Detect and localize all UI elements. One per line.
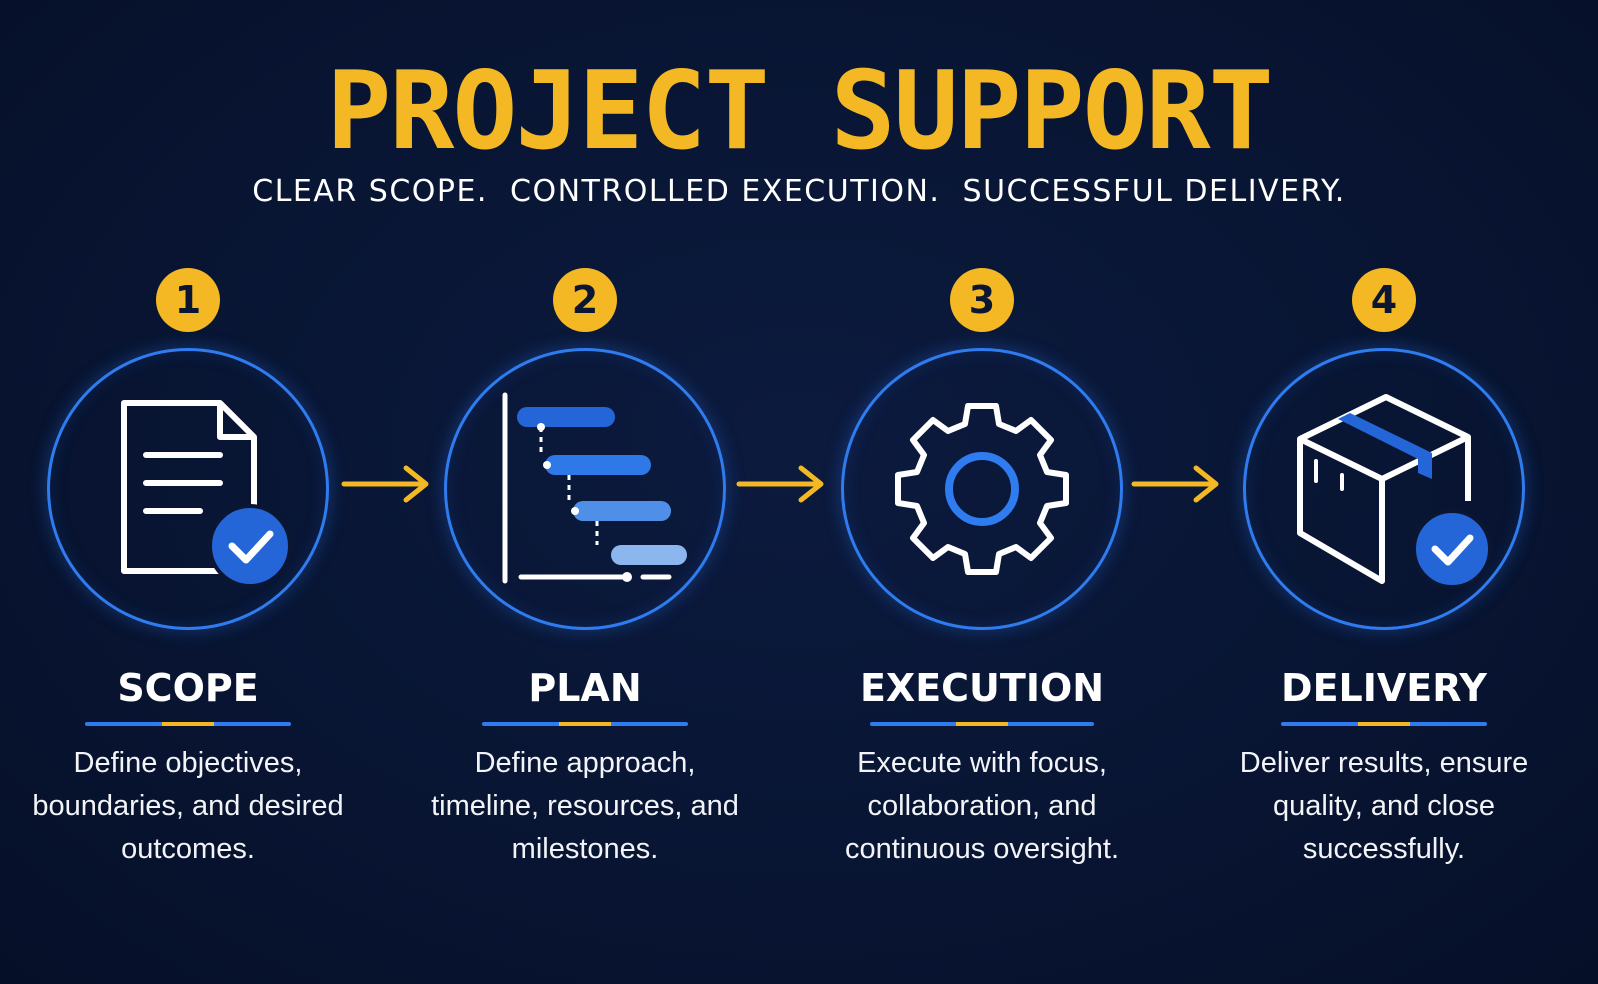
- gantt-chart-icon: [502, 392, 687, 584]
- step-delivery: 4 DELIVERY Deliver results, ensure quali…: [1224, 0, 1544, 984]
- page-subtitle: CLEAR SCOPE. CONTROLLED EXECUTION. SUCCE…: [252, 174, 1346, 209]
- step-title: EXECUTION: [859, 666, 1105, 710]
- step-title-underline: [85, 722, 291, 726]
- arrow-right-icon: [736, 465, 824, 503]
- document-check-icon: [121, 400, 292, 588]
- step-title-underline: [482, 722, 688, 726]
- arrow-right-icon: [1131, 465, 1219, 503]
- step-icon-circle: [444, 348, 726, 630]
- step-description: Define objectives, boundaries, and desir…: [32, 747, 344, 865]
- step-number-badge: 4: [1352, 268, 1416, 332]
- step-description: Deliver results, ensure quality, and clo…: [1239, 747, 1529, 865]
- step-plan: 2 PLAN Define approach, timeline, resour…: [425, 0, 745, 984]
- step-description: Define approach, timeline, resources, an…: [431, 747, 739, 865]
- step-title: SCOPE: [117, 666, 259, 710]
- step-execution: 3 EXECUTION Execute with focus, collabor…: [822, 0, 1142, 984]
- step-description: Execute with focus, collaboration, and c…: [844, 747, 1120, 865]
- step-scope: 1 SCOPE Define objectives, boundaries, a…: [28, 0, 348, 984]
- step-number-badge: 1: [156, 268, 220, 332]
- gear-icon: [895, 403, 1069, 575]
- step-number-badge: 3: [950, 268, 1014, 332]
- page-title: PROJECT SUPPORT: [326, 49, 1273, 174]
- step-icon-circle: [1243, 348, 1525, 630]
- step-icon-circle: [841, 348, 1123, 630]
- step-title: PLAN: [528, 666, 642, 710]
- step-title-underline: [870, 722, 1094, 726]
- step-title: DELIVERY: [1281, 666, 1487, 710]
- arrow-right-icon: [341, 465, 429, 503]
- package-check-icon: [1297, 394, 1492, 589]
- step-title-underline: [1281, 722, 1487, 726]
- step-number-badge: 2: [553, 268, 617, 332]
- step-icon-circle: [47, 348, 329, 630]
